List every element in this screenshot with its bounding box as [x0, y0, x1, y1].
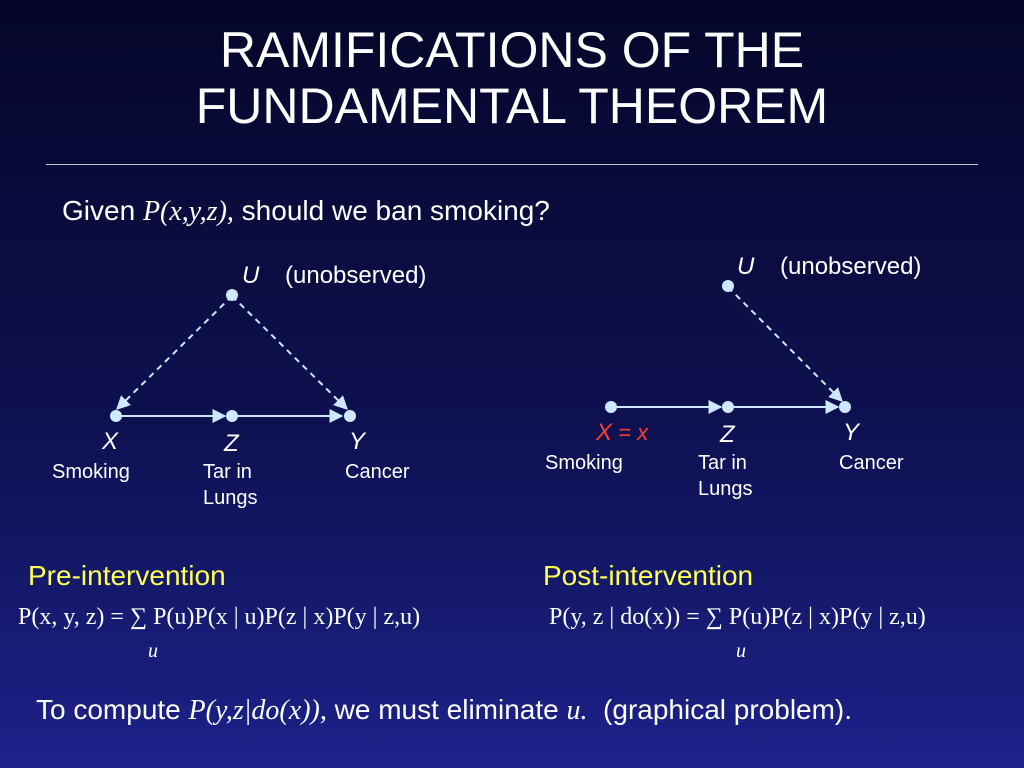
title-line-1: RAMIFICATIONS OF THE: [219, 22, 805, 78]
slide-title: RAMIFICATIONS OF THE FUNDAMENTAL THEOREM: [0, 22, 1024, 134]
right-label-x-assign: = x: [618, 420, 649, 445]
right-node-u: [722, 280, 734, 292]
left-desc-cancer: Cancer: [345, 461, 410, 483]
post-intervention-formula: P(y, z | do(x)) = ∑ P(u)P(z | x)P(y | z,…: [549, 604, 926, 630]
question-prefix: Given: [62, 195, 143, 226]
left-label-u: U: [242, 262, 260, 289]
right-label-u: U: [737, 253, 755, 280]
bottom-prefix: To compute: [36, 694, 189, 725]
left-edge-u-y: [231, 295, 348, 410]
left-desc-smoking: Smoking: [52, 461, 130, 483]
left-label-unobserved: (unobserved): [285, 262, 427, 289]
bottom-variable: u.: [566, 695, 588, 726]
right-label-unobserved: (unobserved): [780, 253, 922, 280]
title-divider: [46, 164, 978, 165]
right-label-x: X = x: [596, 419, 648, 447]
question-suffix: should we ban smoking?: [233, 195, 550, 226]
right-desc-cancer: Cancer: [839, 452, 904, 474]
right-desc-tar-line2: Lungs: [698, 478, 753, 500]
right-desc-tar: Tar in Lungs: [698, 450, 753, 502]
left-edge-u-x: [116, 295, 233, 410]
question-text: Given P(x,y,z), should we ban smoking?: [62, 195, 550, 228]
left-node-u: [226, 289, 238, 301]
left-desc-tar-line1: Tar in: [203, 461, 252, 483]
left-node-z: [226, 410, 238, 422]
right-node-y: [839, 401, 851, 413]
post-sum-subscript: u: [736, 640, 746, 662]
post-intervention-label: Post-intervention: [543, 560, 754, 591]
right-desc-tar-line1: Tar in: [698, 452, 747, 474]
bottom-expression: P(y,z|do(x)),: [188, 695, 327, 726]
left-label-y: Y: [349, 428, 366, 455]
pre-intervention-formula: P(x, y, z) = ∑ P(u)P(x | u)P(z | x)P(y |…: [18, 604, 421, 630]
left-desc-tar: Tar in Lungs: [203, 459, 258, 511]
bottom-suffix: (graphical problem).: [587, 694, 853, 725]
right-node-z: [722, 401, 734, 413]
pre-sum-subscript: u: [148, 640, 158, 662]
left-label-z: Z: [224, 430, 239, 457]
question-expression: P(x,y,z),: [142, 196, 234, 227]
right-desc-smoking: Smoking: [545, 452, 623, 474]
bottom-statement: To compute P(y,z|do(x)), we must elimina…: [36, 694, 852, 727]
right-label-y: Y: [843, 419, 860, 446]
right-node-x: [605, 401, 617, 413]
left-node-x: [110, 410, 122, 422]
title-line-2: FUNDAMENTAL THEOREM: [195, 78, 829, 134]
bottom-middle: we must eliminate: [326, 694, 567, 725]
right-label-x-var: X: [596, 419, 613, 446]
left-node-y: [344, 410, 356, 422]
right-label-z: Z: [720, 421, 735, 448]
right-edge-u-y: [727, 286, 843, 402]
pre-intervention-label: Pre-intervention: [28, 560, 226, 591]
left-desc-tar-line2: Lungs: [203, 487, 258, 509]
left-label-x: X: [102, 428, 119, 455]
